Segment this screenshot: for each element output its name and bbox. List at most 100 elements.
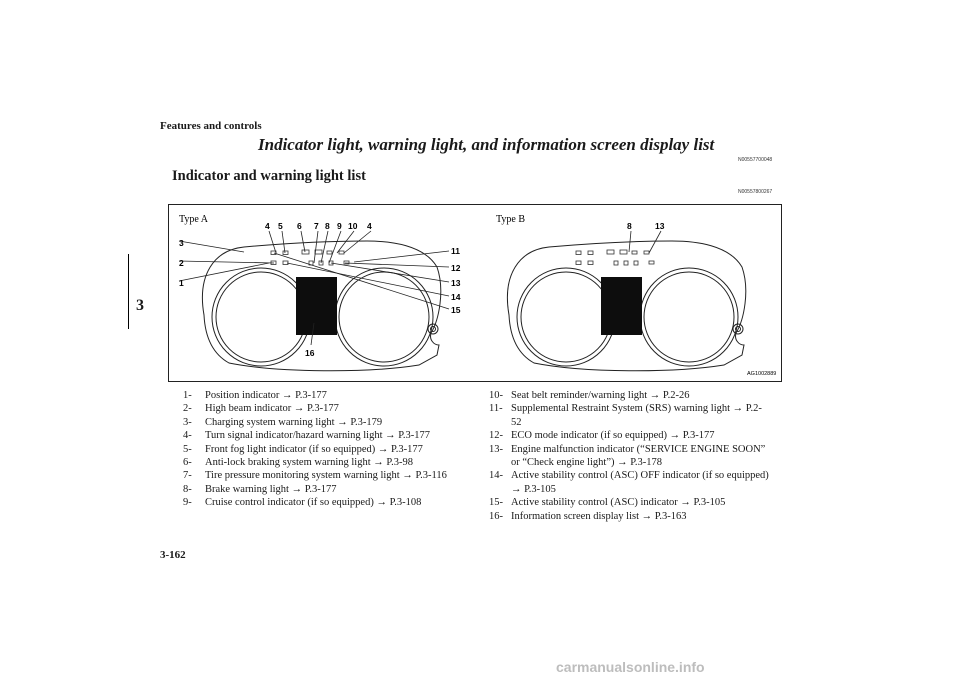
title-code: N00557700048 — [738, 157, 773, 163]
callout-a-11: 11 — [451, 246, 460, 256]
cluster-illustration: Type A Type B — [178, 214, 776, 377]
right-gauge-a-inner — [338, 271, 430, 363]
left-gauge-b-inner — [520, 271, 612, 363]
item-number: 16- — [489, 510, 503, 522]
item-number: 8- — [183, 483, 192, 495]
warning-icons-b — [575, 249, 655, 266]
left-gauge-a-inner — [215, 271, 307, 363]
section-header: Features and controls — [160, 120, 262, 132]
cluster-type-a — [201, 240, 442, 372]
cluster-a-outline — [201, 240, 442, 372]
item-number: 5- — [183, 443, 192, 455]
type-b-label: Type B — [496, 214, 525, 225]
type-a-label: Type A — [179, 214, 209, 225]
callout-a-7: 7 — [314, 221, 319, 231]
callout-a-3: 3 — [179, 238, 184, 248]
callout-b-13: 13 — [655, 221, 665, 231]
item-number: 15- — [489, 497, 503, 509]
section-subtitle: Indicator and warning light list — [172, 168, 366, 184]
right-gauge-b-inner — [643, 271, 735, 363]
list-item: 10- Seat belt reminder/warning light → P.… — [489, 389, 771, 402]
callout-a-1: 1 — [179, 278, 184, 288]
callout-a-8: 8 — [325, 221, 330, 231]
list-item: 9- Cruise control indicator (if so equipp… — [183, 496, 483, 509]
callout-leaders-b — [628, 230, 662, 254]
indicator-list-right: 10- Seat belt reminder/warning light → P.… — [489, 389, 771, 523]
item-number: 2- — [183, 403, 192, 415]
item-number: 1- — [183, 390, 192, 401]
knob-a — [427, 323, 439, 335]
info-display-b — [601, 277, 642, 335]
callout-a-16: 16 — [305, 348, 315, 358]
item-number: 9- — [183, 497, 192, 509]
knob-b — [732, 323, 744, 335]
list-item: 15- Active stability control (ASC) indica… — [489, 496, 771, 509]
item-number: 10- — [489, 390, 503, 401]
item-text: ECO mode indicator (if so equipped) → P.… — [511, 430, 715, 442]
info-display-a — [296, 277, 337, 335]
item-text: Brake warning light → P.3-177 — [205, 483, 337, 495]
callout-b-8: 8 — [627, 221, 632, 231]
callout-a-9: 9 — [337, 221, 342, 231]
callout-a-12: 12 — [451, 263, 461, 273]
item-number: 13- — [489, 443, 503, 455]
left-gauge-a — [211, 267, 311, 367]
item-text: Front fog light indicator (if so equippe… — [205, 443, 423, 455]
item-text: Information screen display list → P.3-16… — [511, 510, 687, 522]
indicator-list-left: 1- Position indicator → P.3-177 2- High bea… — [183, 389, 483, 510]
item-text: Seat belt reminder/warning light → P.2-2… — [511, 390, 690, 401]
figure-code: AG1002889 — [747, 371, 776, 377]
callout-a-14: 14 — [451, 292, 461, 302]
item-number: 11- — [489, 403, 503, 415]
list-item: 11- Supplemental Restraint System (SRS) w… — [489, 402, 771, 429]
knob-a-center — [430, 326, 436, 332]
list-item: 8- Brake warning light → P.3-177 — [183, 483, 483, 496]
list-item: 13- Engine malfunction indicator (“SERVIC… — [489, 443, 771, 470]
list-item: 4- Turn signal indicator/hazard warning l… — [183, 429, 483, 442]
item-text: Active stability control (ASC) OFF indic… — [511, 470, 769, 495]
list-item: 6- Anti-lock braking system warning light… — [183, 456, 483, 469]
item-text: Tire pressure monitoring system warning … — [205, 470, 447, 482]
list-item: 7- Tire pressure monitoring system warnin… — [183, 469, 483, 482]
right-gauge-b — [639, 267, 739, 367]
callout-numbers-a: 4 5 6 7 8 9 10 4 3 2 1 11 12 13 14 15 16 — [179, 221, 461, 358]
subtitle-code: N00557800267 — [738, 189, 773, 195]
callout-a-2: 2 — [179, 258, 184, 268]
item-text: Engine malfunction indicator (“SERVICE E… — [511, 443, 766, 469]
item-text: Active stability control (ASC) indicator… — [511, 497, 726, 509]
knob-b-center — [735, 326, 741, 332]
callout-a-15: 15 — [451, 305, 461, 315]
cluster-b-outline — [506, 240, 747, 372]
list-item: 12- ECO mode indicator (if so equipped) →… — [489, 429, 771, 442]
item-text: Position indicator → P.3-177 — [205, 390, 327, 401]
list-item: 3- Charging system warning light → P.3-17… — [183, 416, 483, 429]
item-text: Turn signal indicator/hazard warning lig… — [205, 430, 431, 442]
left-gauge-b — [516, 267, 616, 367]
callout-a-4-right: 4 — [367, 221, 372, 231]
item-number: 3- — [183, 416, 192, 428]
item-number: 14- — [489, 470, 503, 482]
item-number: 12- — [489, 430, 503, 442]
list-item: 1- Position indicator → P.3-177 — [183, 389, 483, 402]
item-text: High beam indicator → P.3-177 — [205, 403, 339, 415]
item-text: Anti-lock braking system warning light →… — [205, 457, 413, 469]
chapter-number: 3 — [136, 297, 144, 314]
chapter-tab-line — [128, 254, 129, 329]
callout-a-6: 6 — [297, 221, 302, 231]
item-number: 6- — [183, 457, 192, 469]
list-item: 14- Active stability control (ASC) OFF in… — [489, 469, 771, 496]
page-title: Indicator light, warning light, and info… — [258, 135, 715, 154]
item-number: 7- — [183, 470, 192, 482]
item-text: Cruise control indicator (if so equipped… — [205, 497, 422, 509]
list-item: 5- Front fog light indicator (if so equip… — [183, 443, 483, 456]
callout-leaders-a — [178, 230, 450, 346]
item-text: Supplemental Restraint System (SRS) warn… — [511, 403, 762, 428]
watermark: carmanualsonline.info — [556, 659, 705, 675]
item-number: 4- — [183, 430, 192, 442]
callout-a-10: 10 — [348, 221, 358, 231]
callout-a-5: 5 — [278, 221, 283, 231]
callout-a-13: 13 — [451, 278, 461, 288]
item-text: Charging system warning light → P.3-179 — [205, 416, 383, 428]
instrument-cluster-figure: Type A Type B — [168, 204, 782, 382]
page-number: 3-162 — [160, 549, 186, 561]
